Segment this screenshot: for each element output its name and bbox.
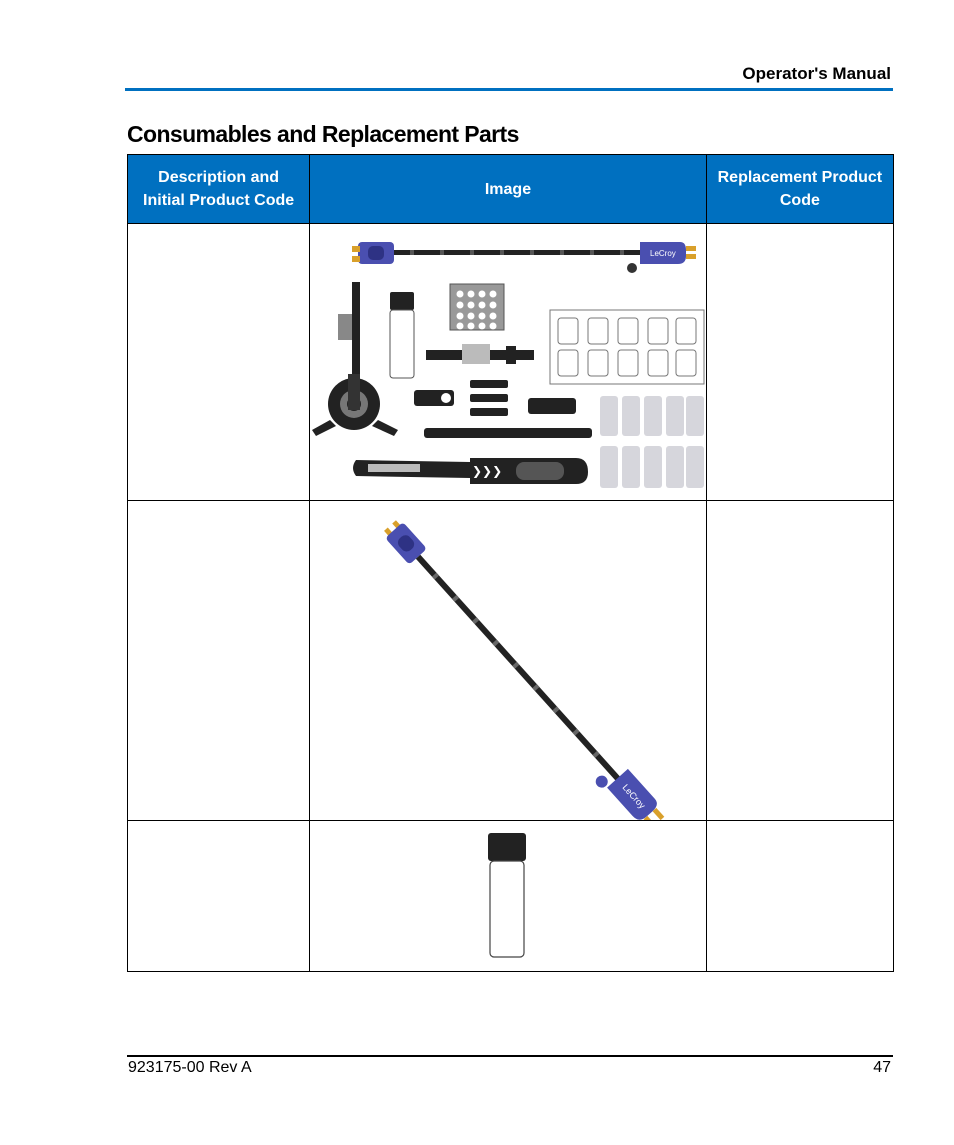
probe-cable-image: LeCroy: [384, 519, 665, 820]
column-header-description: Description and Initial Product Code: [126, 154, 311, 224]
image-cell: LeCroy: [309, 223, 707, 501]
replacement-code-cell: [705, 223, 895, 501]
image-cell: LeCroy: [309, 500, 707, 821]
svg-text:❯❯❯: ❯❯❯: [472, 464, 502, 478]
vial-image: [488, 833, 527, 958]
description-cell: [126, 223, 311, 501]
description-cell: [126, 500, 311, 821]
document-code: 923175-00 Rev A: [128, 1059, 252, 1076]
footer-rule: [127, 1055, 893, 1057]
table-row: LeCroy: [126, 223, 895, 501]
section-title: Consumables and Replacement Parts: [127, 121, 519, 147]
probe-brand-text: LeCroy: [650, 249, 676, 258]
column-header-image: Image: [309, 154, 707, 224]
header-rule: [125, 88, 893, 91]
table-row: LeCroy: [126, 500, 895, 821]
table-row: [126, 820, 895, 972]
page-number: 47: [873, 1059, 891, 1076]
replacement-code-cell: [705, 500, 895, 821]
table-header-row: Description and Initial Product Code Ima…: [126, 154, 895, 224]
manual-title: Operator's Manual: [742, 64, 891, 83]
probe-kit-image: LeCroy: [312, 242, 705, 488]
replacement-code-cell: [705, 820, 895, 972]
column-header-replacement-code: Replacement Product Code: [705, 154, 895, 224]
parts-table: Description and Initial Product Code Ima…: [126, 154, 895, 972]
image-cell: [309, 820, 707, 972]
description-cell: [126, 820, 311, 972]
